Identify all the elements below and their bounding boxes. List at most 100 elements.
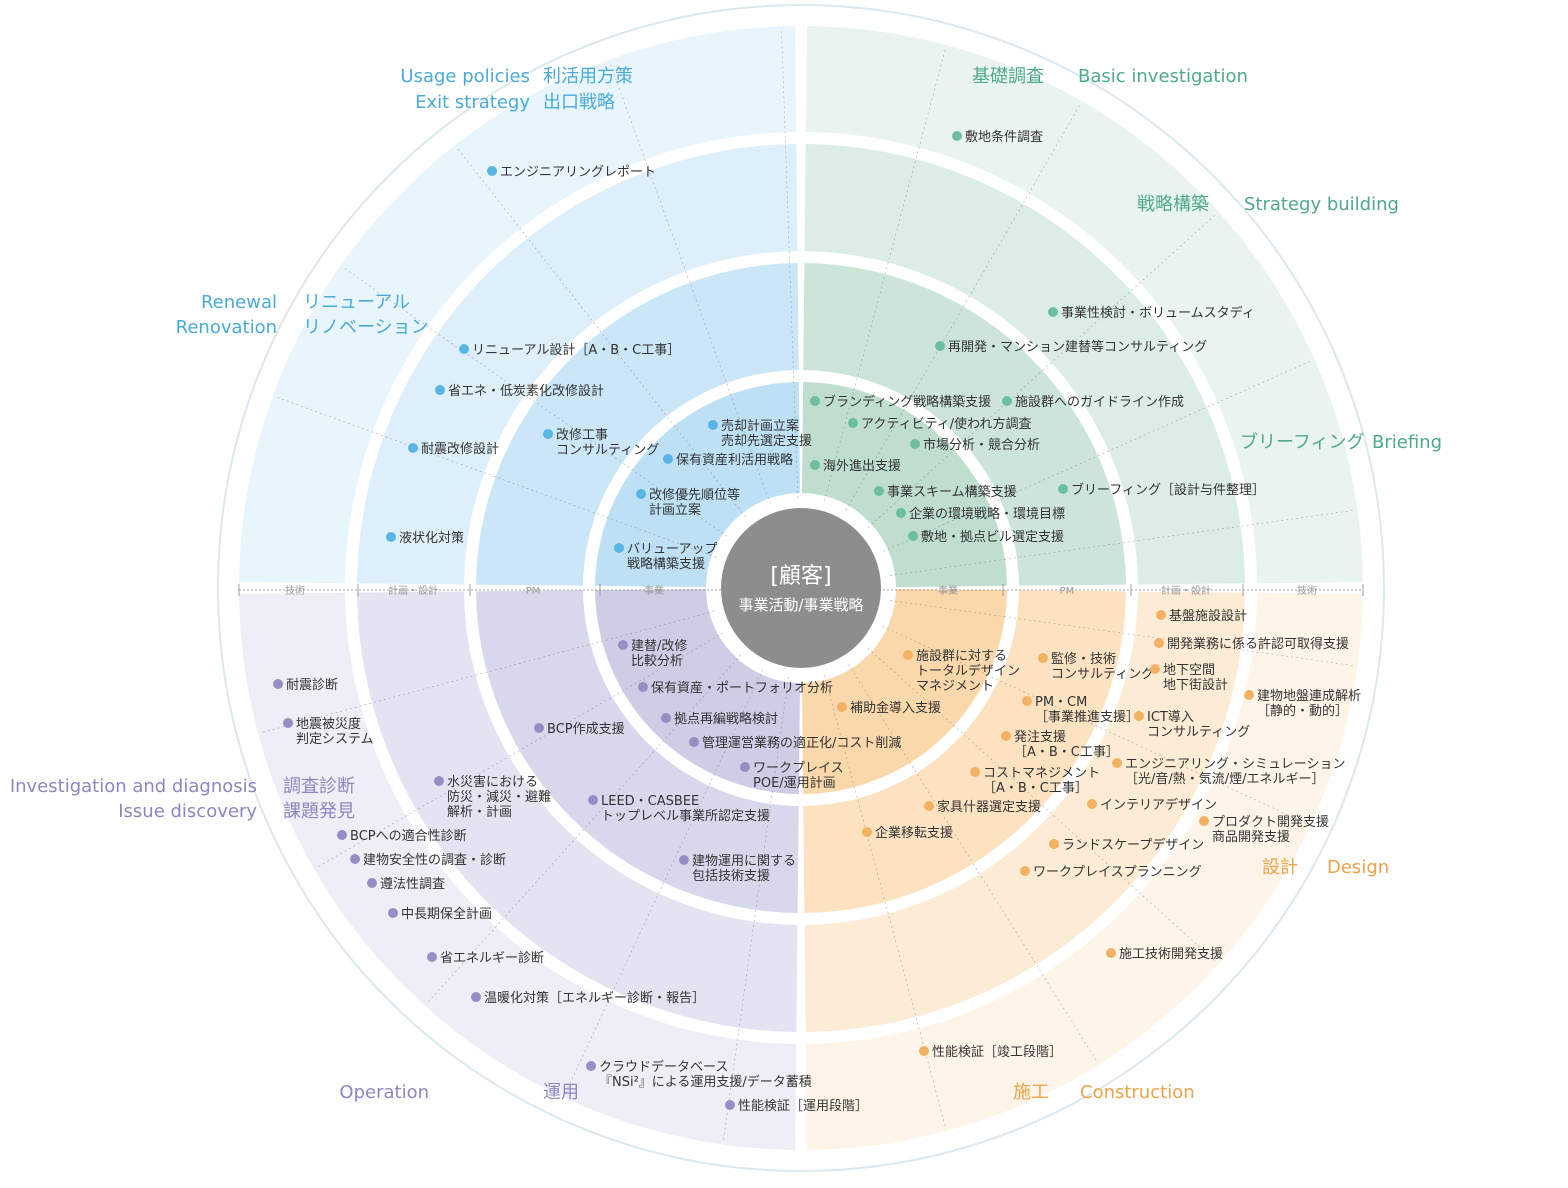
orange-item-label: ワークプレイスプランニング (1033, 865, 1202, 880)
service-items: エンジニアリングレポートリニューアル設計［A・B・C工事］省エネ・低炭素化改修設… (273, 129, 1361, 1114)
purple-item-label: 拠点再編戦略検討 (674, 711, 778, 727)
phase-6-en: Design (1327, 857, 1389, 878)
orange-item-label: 発注支援 (1014, 730, 1066, 745)
purple-item-label: 性能検証［運用段階］ (738, 1099, 868, 1114)
blue-item-label: バリューアップ (627, 542, 717, 557)
purple-item: 中長期保全計画 (388, 906, 492, 922)
purple-dot (471, 992, 481, 1002)
axis-label-2: 計画・設計 (388, 584, 438, 597)
orange-item-label: 開発業務に係る許認可取得支援 (1167, 636, 1349, 652)
blue-dot (708, 420, 718, 430)
purple-item-label: 『NSi²』による運用支援/データ蓄積 (599, 1074, 812, 1090)
blue-item: 耐震改修設計 (408, 441, 499, 457)
orange-dot (862, 827, 872, 837)
phase-2-en: Renewal (201, 292, 277, 313)
orange-dot (970, 767, 980, 777)
orange-item-label: 性能検証［竣工段階］ (932, 1045, 1062, 1060)
green-dot (1002, 396, 1012, 406)
green-item: 施設群へのガイドライン作成 (1002, 394, 1184, 410)
orange-item-label: ［光/音/熱・気流/煙/エネルギー］ (1125, 771, 1325, 787)
blue-item: エンジニアリングレポート (487, 165, 656, 180)
orange-item-label: PM・CM (1035, 695, 1087, 710)
divider-line-16 (722, 677, 789, 1143)
green-dot (1058, 484, 1068, 494)
orange-dot (1001, 731, 1011, 741)
orange-item-label: 基盤施設設計 (1169, 608, 1247, 624)
green-dot (908, 531, 918, 541)
axis-label-6: PM (1060, 586, 1075, 597)
purple-dot (283, 718, 293, 728)
orange-dot (1244, 690, 1254, 700)
phase-3-en: Basic investigation (1078, 66, 1248, 87)
center-subtitle: 事業活動/事業戦略 (738, 596, 863, 614)
green-dot (952, 131, 962, 141)
purple-item-label: 温暖化対策［エネルギー診断・報告］ (484, 990, 705, 1006)
outer-ring (217, 4, 1385, 1172)
phase-4-en: Strategy building (1244, 194, 1399, 215)
green-dot (935, 341, 945, 351)
purple-item-label: 管理運営業務の適正化/コスト削減 (702, 735, 901, 751)
divider-line-18 (426, 654, 742, 1005)
orange-dot (1156, 610, 1166, 620)
green-item-label: 市場分析・競合分析 (923, 437, 1040, 453)
orange-item: 企業移転支援 (862, 825, 953, 841)
green-band-1 (805, 26, 1363, 584)
phase-2-en2: Renovation (176, 317, 277, 338)
phase-9-en2: Issue discovery (118, 801, 257, 822)
orange-band-4 (801, 588, 1007, 794)
blue-band-4 (595, 382, 801, 588)
orange-item-label: ［静的・動的］ (1257, 703, 1348, 719)
purple-item-label: POE/運用計画 (753, 775, 836, 791)
purple-item-label: 防災・減災・避難 (447, 789, 551, 805)
green-dot (1048, 307, 1058, 317)
orange-dot (1154, 638, 1164, 648)
orange-item-label: 監修・技術 (1051, 651, 1116, 667)
green-dot (874, 486, 884, 496)
orange-item: 補助金導入支援 (837, 700, 941, 716)
orange-item-label: 施設群に対する (916, 648, 1007, 664)
phase-3-jp: 基礎調査 (972, 66, 1044, 87)
blue-dot (487, 166, 497, 176)
purple-item: 耐震診断 (273, 677, 338, 693)
green-item-label: 企業の環境戦略・環境目標 (909, 506, 1065, 522)
orange-dot (1022, 696, 1032, 706)
green-dot (910, 439, 920, 449)
blue-dot (459, 344, 469, 354)
blue-item: 液状化対策 (386, 530, 464, 546)
purple-dot (586, 1061, 596, 1071)
purple-item-label: 水災害における (447, 774, 538, 790)
green-item: ブランディング戦略構築支援 (810, 394, 991, 410)
blue-item-label: 耐震改修設計 (421, 441, 499, 457)
green-item: 事業性検討・ボリュームスタディ (1048, 305, 1255, 321)
phase-9-jp: 調査診断 (283, 776, 355, 797)
purple-item: クラウドデータベース『NSi²』による運用支援/データ蓄積 (586, 1059, 812, 1090)
green-item-label: 事業スキーム構築支援 (887, 484, 1017, 500)
orange-band-1 (805, 592, 1363, 1150)
green-item-label: 施設群へのガイドライン作成 (1015, 394, 1184, 410)
green-item: 敷地条件調査 (952, 129, 1043, 145)
green-item-label: ブリーフィング［設計与件整理］ (1071, 482, 1265, 498)
green-item: 再開発・マンション建替等コンサルティング (935, 339, 1207, 355)
green-item: 敷地・拠点ビル選定支援 (908, 530, 1064, 545)
orange-item: 開発業務に係る許認可取得支援 (1154, 636, 1349, 652)
phase-7-en: Construction (1080, 1082, 1195, 1103)
purple-band-2 (357, 591, 798, 1032)
orange-dot (1087, 799, 1097, 809)
orange-item-label: 商品開発支援 (1212, 830, 1290, 845)
orange-dot (903, 650, 913, 660)
purple-dot (679, 855, 689, 865)
axis-label-7: 計画・設計 (1161, 584, 1211, 597)
divider-line-3 (455, 146, 746, 518)
green-item: アクティビティ/使われ方調査 (848, 416, 1032, 432)
orange-dot (837, 702, 847, 712)
purple-dot (740, 762, 750, 772)
green-item: 企業の環境戦略・環境目標 (896, 506, 1065, 522)
orange-item-label: マネジメント (916, 679, 994, 694)
